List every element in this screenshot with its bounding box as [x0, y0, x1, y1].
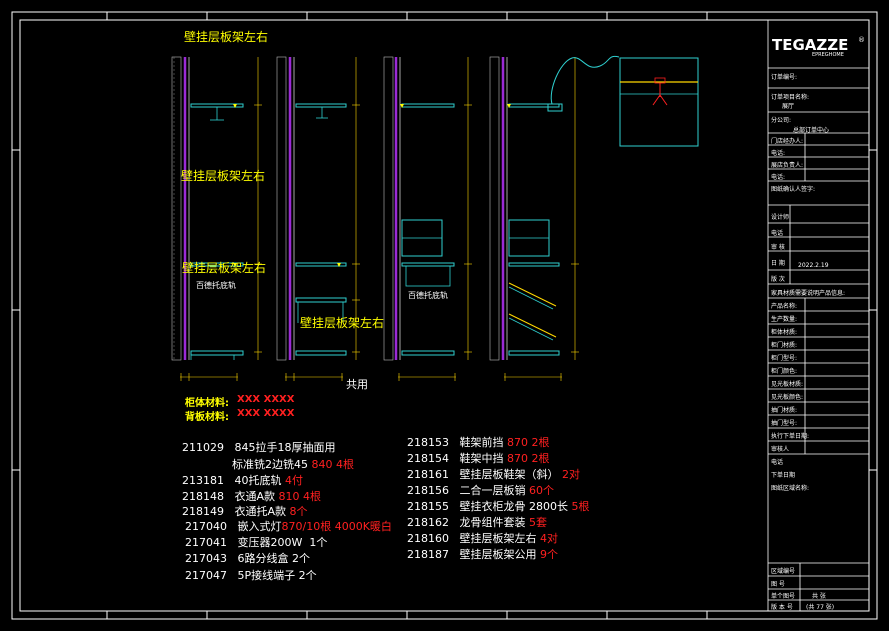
tb-date-label: 日 期	[771, 260, 785, 267]
tb-owner: 展店负责人:	[771, 162, 804, 169]
detail-inset	[547, 55, 699, 147]
tb-phone-2: 电话:	[771, 174, 786, 181]
tb-row: 产品名称:	[771, 303, 798, 310]
tb-confirm: 图纸确认人签字:	[771, 186, 816, 193]
tb-row: 图纸区域名称:	[771, 485, 810, 492]
view-label-top: 壁挂层板架左右	[184, 30, 269, 44]
part-row: 218161 壁挂层板鞋架（斜） 2对	[407, 468, 580, 481]
drawing-border-outer	[11, 11, 878, 620]
part-row: 218149 衣通托A款 8个	[182, 505, 308, 518]
view-label-lower: 壁挂层板架左右	[182, 261, 267, 275]
title-block-frame	[767, 19, 870, 612]
part-row: 217040 嵌入式灯870/10根 4000K暖白	[185, 520, 392, 533]
view-label-mid: 壁挂层板架左右	[181, 169, 266, 183]
part-row: 218153 鞋架前挡 870 2根	[407, 436, 550, 449]
part-row: 218162 龙骨组件套装 5套	[407, 516, 547, 529]
body-material-label: 柜体材料:	[185, 398, 229, 409]
tb-phone-1: 电话:	[771, 150, 786, 157]
part-row: 标准铣2边铣45 840 4根	[232, 458, 354, 471]
tb-row: 抽门材质:	[771, 407, 798, 414]
tb-page-value: (共 77 张)	[806, 604, 835, 611]
tb-row: 见光板颜色:	[771, 394, 804, 401]
tb-furniture-info: 家具材质需要说明产品信息:	[771, 290, 846, 297]
part-row: 218160 壁挂层板架左右 4对	[407, 532, 558, 545]
cabinet-view-1	[171, 56, 262, 381]
tb-bottom-row: 区域编号	[771, 568, 796, 575]
rail-label-1: 百德托底轨	[196, 281, 236, 290]
tb-designer: 门店经办人:	[771, 138, 804, 145]
tb-drawing-no-value: 共 张	[812, 593, 826, 600]
tb-row: 审核人	[771, 446, 790, 453]
tb-project-value: 展厅	[782, 103, 795, 110]
back-material-value: XXX XXXX	[237, 408, 295, 419]
part-row: 218155 壁挂衣柜龙骨 2800长 5根	[407, 500, 590, 513]
part-row: 217047 5P接线端子 2个	[185, 569, 317, 582]
tb-row: 生产数量:	[771, 316, 798, 323]
tb-order-no: 订单编号:	[771, 74, 798, 81]
tb-row: 电话	[771, 459, 784, 466]
tb-row: 下单日期	[771, 472, 796, 479]
tb-branch: 分公司:	[771, 117, 792, 124]
part-row: 213181 40托底轨 4付	[182, 474, 303, 487]
view-label-bottom: 壁挂层板架左右	[300, 316, 385, 330]
tb-date-value: 2022.2.19	[798, 262, 829, 269]
cabinet-view-2	[276, 56, 360, 381]
tb-design: 设计师	[771, 214, 790, 221]
shared-label: 共用	[346, 378, 368, 391]
tb-bottom-row: 图 号	[771, 581, 785, 588]
part-row: 217041 变压器200W 1个	[185, 536, 328, 549]
cabinet-view-3	[383, 56, 472, 381]
tb-row: 见光板材质:	[771, 381, 804, 388]
back-material-label: 背板材料:	[185, 412, 229, 423]
tb-row: 柜体材质:	[771, 329, 798, 336]
part-row: 218156 二合一层板销 60个	[407, 484, 554, 497]
part-row: 218187 壁挂层板架公用 9个	[407, 548, 558, 561]
tb-row: 执行下单日期:	[771, 433, 810, 440]
part-row: 218154 鞋架中挡 870 2根	[407, 452, 550, 465]
tb-row: 抽门型号:	[771, 420, 798, 427]
tb-row: 柜门型号:	[771, 355, 798, 362]
tb-project: 订单项目名称:	[771, 94, 810, 101]
brand-logo: TEGAZZE	[772, 36, 849, 54]
tb-phone-3: 电话	[771, 230, 784, 237]
body-material-value: XXX XXXX	[237, 394, 295, 405]
tb-branch-value: 总部订单中心	[793, 127, 830, 134]
border-ticks	[12, 12, 877, 619]
tb-row: 柜门颜色:	[771, 368, 798, 375]
tb-bottom-row: 版 本 号	[771, 604, 793, 611]
part-row: 211029 845拉手18厚抽面用	[182, 441, 336, 454]
cabinet-view-4	[489, 56, 579, 381]
tb-version: 版 次	[771, 276, 785, 283]
tb-bottom-row: 单个图号	[771, 593, 796, 600]
tb-review: 审 核	[771, 244, 785, 251]
brand-logo-mark: ®	[858, 36, 865, 44]
part-row: 217043 6路分线盒 2个	[185, 552, 310, 565]
tb-row: 柜门材质:	[771, 342, 798, 349]
rail-label-2: 百德托底轨	[408, 291, 448, 300]
brand-logo-sub: EPREGHOME	[812, 52, 844, 58]
part-row: 218148 衣通A款 810 4根	[182, 490, 322, 503]
